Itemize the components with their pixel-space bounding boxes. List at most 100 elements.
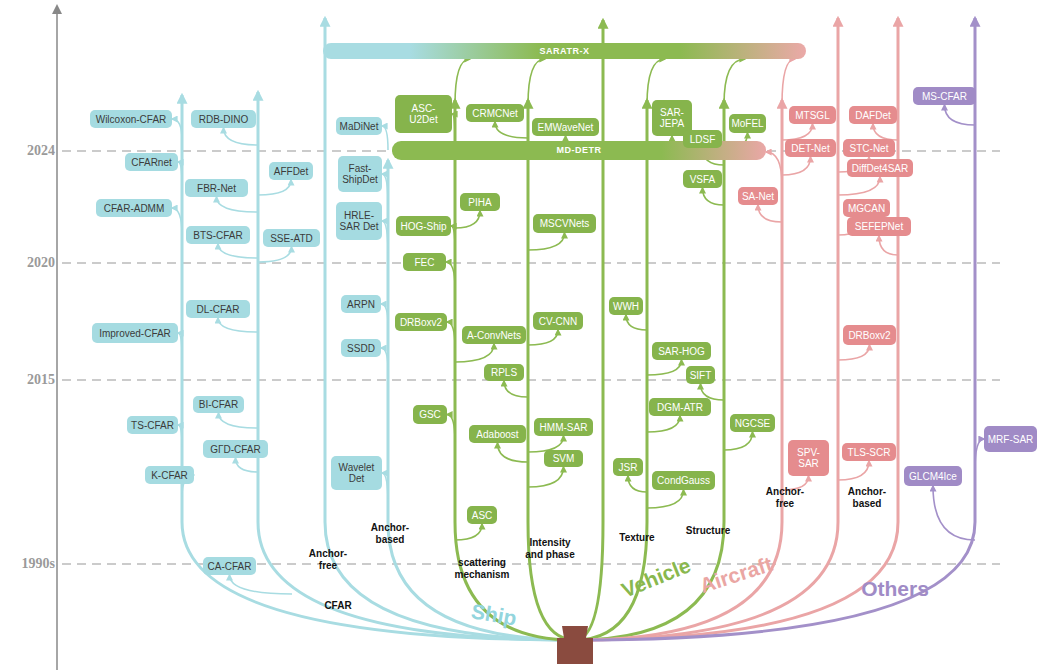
method-box: CRMCNet <box>466 104 524 122</box>
node-text: DAFDet <box>855 110 891 121</box>
branch-arrow <box>647 360 682 375</box>
method-box: ASC- U2Det <box>395 95 452 133</box>
year-label: 2024 <box>10 143 55 159</box>
branch-label: scattering mechanism <box>450 557 514 581</box>
node-text: PIHA <box>468 197 491 208</box>
branch-arrow <box>382 174 388 205</box>
method-box: DGM-ATR <box>649 398 711 416</box>
node-text: DET-Net <box>791 143 829 154</box>
tree-branch <box>575 100 647 640</box>
method-box: HRLE- SAR Det <box>336 202 382 240</box>
method-box: SPV- SAR <box>788 440 829 476</box>
method-box: GSC <box>413 405 447 424</box>
node-text: CFAR-ADMM <box>104 203 165 214</box>
branch-arrow <box>647 59 665 105</box>
method-box: HOG-Ship <box>396 216 451 236</box>
branch-arrow <box>447 322 455 348</box>
branch-arrow <box>455 344 494 362</box>
tree-branch <box>575 18 975 640</box>
method-box: MS-CFAR <box>913 87 976 105</box>
node-text: MoFEL <box>731 118 763 129</box>
branch-arrow <box>626 315 647 330</box>
node-text: MGCAN <box>848 203 885 214</box>
tree-branch <box>575 18 838 640</box>
method-box: CV-CNN <box>533 312 583 330</box>
node-text: SAR-HOG <box>658 346 705 357</box>
branch-arrow <box>528 467 564 487</box>
branch-arrow <box>230 575 293 594</box>
node-text: CA-CFAR <box>208 561 252 572</box>
branch-arrow <box>451 226 455 250</box>
method-box: A-ConvNets <box>462 326 526 344</box>
method-box: SA-Net <box>738 187 778 205</box>
branch-arrow <box>504 381 528 397</box>
branch-arrow <box>838 345 870 360</box>
tree-branch <box>575 18 898 640</box>
branch-arrow <box>172 119 182 140</box>
branch-arrow <box>879 236 898 255</box>
method-box: DiffDet4SAR <box>847 159 913 177</box>
method-box: MTSGL <box>789 106 836 124</box>
node-text: SEFEPNet <box>855 221 903 232</box>
node-text: CFARnet <box>131 157 172 168</box>
time-axis <box>56 6 58 670</box>
method-box: RDB-DINO <box>191 110 256 128</box>
branch-arrow <box>724 432 753 450</box>
node-text: FEC <box>415 257 435 268</box>
branch-arrow <box>782 59 795 105</box>
branch-arrow <box>258 180 291 195</box>
method-box: DAFDet <box>849 106 897 124</box>
method-box: SSDD <box>341 339 381 357</box>
method-box: CFAR-ADMM <box>96 199 172 217</box>
method-box: VSFA <box>683 170 722 188</box>
node-text: A-ConvNets <box>467 330 521 341</box>
node-text: BI-CFAR <box>199 399 238 410</box>
node-text: GLCM4Ice <box>909 471 957 482</box>
branch-arrow <box>382 473 388 505</box>
branch-arrow <box>838 461 869 480</box>
node-text: Adaboost <box>476 429 518 440</box>
node-text: JSR <box>619 462 638 473</box>
node-text: ASC <box>472 510 493 521</box>
node-text: CV-CNN <box>539 316 577 327</box>
branch-arrow <box>224 128 259 145</box>
method-box: BI-CFAR <box>193 396 244 413</box>
method-box: NGCSE <box>730 414 775 432</box>
branch-arrow <box>498 443 529 462</box>
branch-arrow <box>647 416 680 432</box>
method-box: TS-CFAR <box>127 416 178 434</box>
method-box: LDSF <box>683 130 722 148</box>
node-text: RDB-DINO <box>199 114 248 125</box>
branch-arrow <box>381 348 388 370</box>
branch-label: CFAR <box>318 600 358 612</box>
method-box: CA-CFAR <box>203 557 256 575</box>
node-text: FBR-Net <box>197 183 236 194</box>
method-box: SIFT <box>686 366 715 384</box>
category-label: Vehicle <box>607 549 705 606</box>
branch-arrow <box>838 177 880 195</box>
branch-arrow <box>703 188 725 205</box>
method-box: GΓD-CFAR <box>203 440 268 458</box>
branch-arrow <box>446 262 455 288</box>
branch-arrow <box>178 333 182 358</box>
node-text: HOG-Ship <box>400 221 446 232</box>
node-text: DRBoxv2 <box>848 330 890 341</box>
method-box: CondGauss <box>652 471 715 490</box>
method-box: Fast- ShipDet <box>338 156 382 192</box>
node-text: DL-CFAR <box>197 304 240 315</box>
node-text: NGCSE <box>735 418 771 429</box>
node-text: SSE-ATD <box>270 233 313 244</box>
node-text: ARPN <box>347 299 375 310</box>
branch-arrow <box>628 476 647 492</box>
node-text: AFFDet <box>274 166 308 177</box>
node-text: GSC <box>419 409 441 420</box>
node-text: SVM <box>553 453 575 464</box>
method-box: MGCAN <box>843 199 890 217</box>
method-box: PIHA <box>460 193 500 211</box>
node-text: HRLE- SAR Det <box>338 210 380 232</box>
node-text: CRMCNet <box>472 108 518 119</box>
branch-arrow <box>528 59 545 105</box>
branch-label: Intensity and phase <box>522 537 578 561</box>
method-box: DL-CFAR <box>186 300 250 318</box>
method-box: AFFDet <box>269 162 313 180</box>
